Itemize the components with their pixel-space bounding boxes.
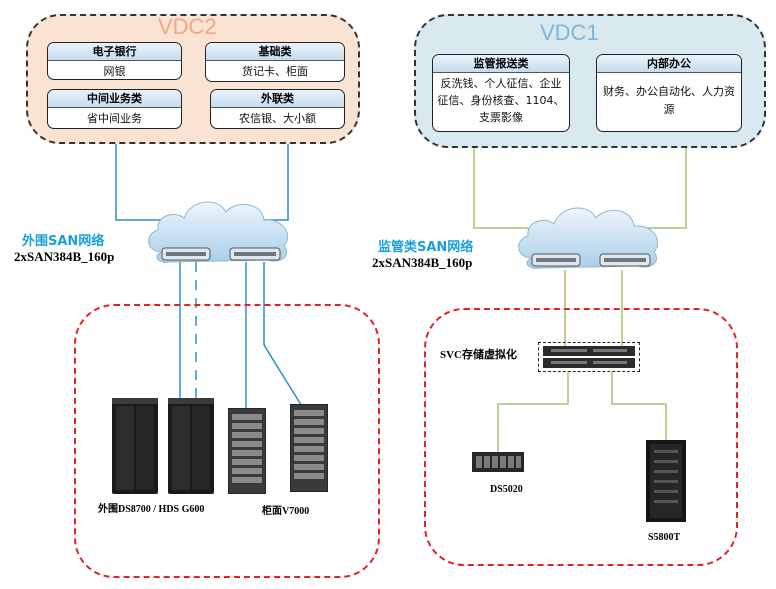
vdc2-box-basic: 基础类 货记卡、柜面	[205, 42, 345, 82]
vdc2-box-ebank: 电子银行 网银	[47, 42, 182, 80]
right-san-cloud-icon	[518, 207, 659, 269]
vdc2-title: VDC2	[158, 14, 217, 39]
vdc1-title: VDC1	[540, 20, 599, 45]
link-vdc1-left	[473, 148, 540, 229]
left-storage-zone	[74, 304, 380, 578]
right-storage-zone	[424, 308, 738, 566]
box-header: 外联类	[211, 90, 344, 108]
v7000-rack-b-icon	[290, 404, 328, 492]
box-header: 基础类	[206, 43, 344, 61]
ds5020-label: DS5020	[490, 484, 523, 495]
left-network-model: 2xSAN384B_160p	[14, 249, 115, 264]
box-body: 农信银、大小额	[239, 112, 316, 125]
vdc1-box-office: 内部办公 财务、办公自动化、人力资源	[596, 54, 742, 132]
box-header: 监管报送类	[433, 55, 569, 73]
box-body: 网银	[103, 65, 126, 78]
link-svc-s5800t	[611, 372, 667, 440]
vdc2-box-external: 外联类 农信银、大小额	[210, 89, 345, 129]
box-header: 内部办公	[597, 55, 741, 73]
box-body: 反洗钱、个人征信、企业征信、身份核查、1104、支票影像	[437, 77, 565, 124]
hds-g600-rack-icon	[168, 398, 214, 494]
box-body: 货记卡、柜面	[242, 65, 308, 78]
ds5020-device-icon	[472, 452, 524, 472]
link-left-v7000b-diag	[263, 344, 304, 409]
v7000-rack-a-icon	[228, 408, 266, 494]
svc-device-icon	[543, 346, 635, 368]
s5800t-label: S5800T	[648, 532, 681, 543]
svc-label: SVC存储虚拟化	[440, 349, 518, 361]
left-network-label: 外围SAN网络	[22, 234, 105, 249]
vdc1-box-regulatory: 监管报送类 反洗钱、个人征信、企业征信、身份核查、1104、支票影像	[432, 54, 570, 132]
ds8700-rack-icon	[112, 398, 158, 494]
right-network-label: 监管类SAN网络	[378, 240, 474, 255]
svc-device-frame	[538, 342, 640, 372]
vdc2-box-middle: 中间业务类 省中间业务	[47, 89, 182, 129]
box-header: 电子银行	[48, 43, 181, 61]
right-network-model: 2xSAN384B_160p	[372, 255, 473, 270]
s5800t-rack-icon	[646, 440, 686, 522]
box-body: 省中间业务	[87, 112, 142, 125]
link-svc-ds5020	[497, 372, 569, 452]
box-header: 中间业务类	[48, 90, 181, 108]
link-vdc2-left	[115, 138, 176, 221]
ds8700-hds-label: 外围DS8700 / HDS G600	[98, 504, 205, 515]
left-san-cloud-icon	[148, 201, 289, 263]
v7000-label: 柜面V7000	[262, 506, 310, 517]
box-body: 财务、办公自动化、人力资源	[603, 85, 735, 116]
